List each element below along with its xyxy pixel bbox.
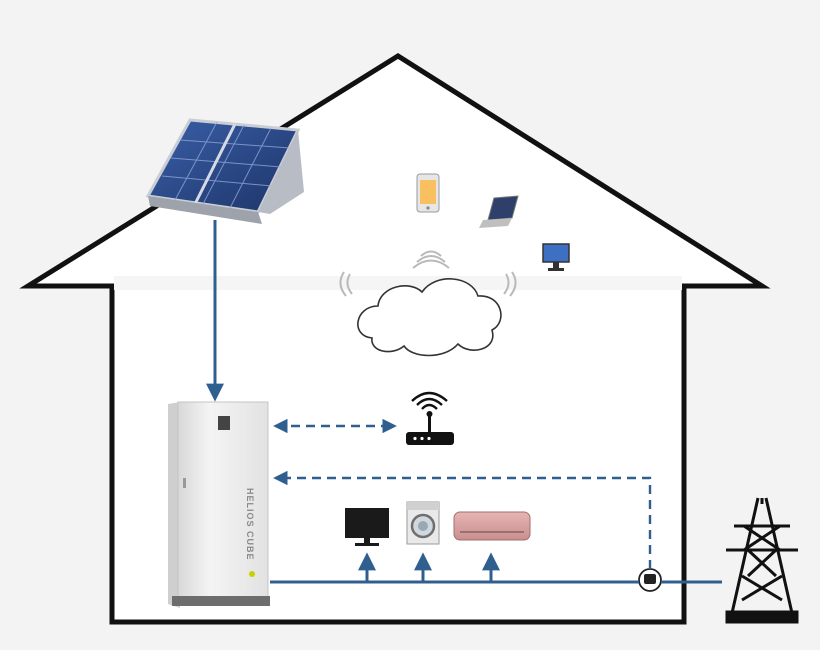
meter-battery-link (273, 470, 652, 569)
status-led-icon (249, 571, 255, 577)
laptop-icon (479, 195, 519, 228)
ceiling-band (114, 276, 682, 290)
solar-panel-icon (145, 118, 304, 224)
desktop-monitor-icon (542, 243, 570, 271)
wifi-waves-icon (339, 250, 517, 297)
data-lines (273, 418, 652, 569)
battery-unit-label: HELIOS CUBE (245, 488, 255, 561)
washing-machine-icon (406, 501, 440, 545)
smartphone-icon (416, 173, 440, 213)
battery-cabinet-icon: HELIOS CUBE (168, 401, 270, 608)
air-conditioner-icon (453, 511, 531, 541)
cabinet-display-icon (218, 416, 230, 430)
wifi-router-icon (406, 391, 454, 445)
tv-icon (345, 508, 389, 546)
power-lines (206, 220, 722, 584)
power-pylon-icon (725, 497, 799, 624)
smart-meter-icon (638, 568, 662, 592)
cloud-icon (357, 278, 502, 357)
